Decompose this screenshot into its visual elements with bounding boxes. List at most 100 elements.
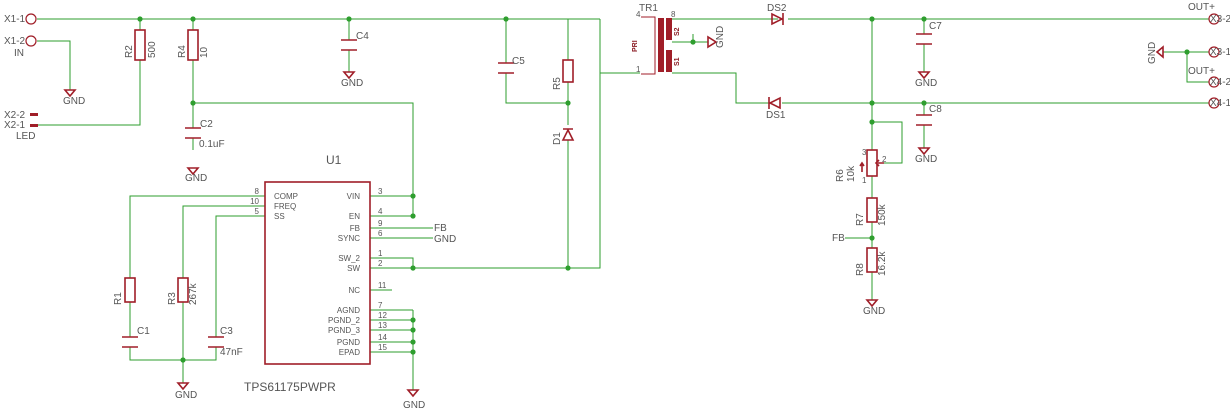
- svg-text:10k: 10k: [846, 165, 857, 182]
- svg-text:GND: GND: [915, 78, 937, 89]
- gnd-icon: GND: [915, 147, 937, 165]
- wires: [37, 18, 1210, 390]
- ic-pin-name: EPAD: [339, 348, 360, 357]
- gnd-icon: GND: [915, 71, 937, 89]
- connector-x3-1[interactable]: X3-1: [1208, 46, 1230, 58]
- svg-text:267k: 267k: [188, 282, 199, 305]
- resistor-r8[interactable]: R8 16.2k: [855, 247, 888, 276]
- ic-pin-number: 5: [255, 207, 260, 216]
- svg-text:DS2: DS2: [767, 3, 787, 14]
- svg-text:1: 1: [862, 176, 867, 185]
- gnd-icon: GND: [175, 382, 197, 401]
- capacitor-c3[interactable]: C3 47nF: [208, 326, 243, 358]
- connector-label: X2-1: [4, 120, 26, 131]
- svg-text:500: 500: [147, 41, 158, 58]
- ground-symbols: GND GND GND GND GND GND GND GND GND GND: [63, 26, 1164, 411]
- ic-pin-name: FB: [350, 224, 360, 233]
- connector-sublabel: OUT+: [1188, 2, 1215, 13]
- svg-text:2: 2: [882, 155, 887, 164]
- ic-pin-name: EN: [349, 212, 360, 221]
- ic-pin-name: SW: [347, 264, 360, 273]
- capacitor-c5[interactable]: C5: [498, 56, 525, 74]
- capacitor-c7[interactable]: C7: [916, 21, 942, 45]
- svg-text:GND: GND: [715, 26, 726, 48]
- ic-pin-number: 9: [378, 219, 383, 228]
- gnd-icon: GND: [403, 389, 425, 411]
- gnd-icon: GND: [707, 26, 726, 49]
- resistor-r5[interactable]: R5: [552, 59, 574, 90]
- svg-text:R3: R3: [167, 292, 178, 305]
- svg-text:R7: R7: [855, 213, 866, 226]
- connector-x2[interactable]: X2-2 X2-1 LED: [4, 110, 38, 142]
- resistor-r2[interactable]: R2 500: [124, 29, 158, 61]
- connector-x4-2[interactable]: OUT+ X4-2: [1188, 66, 1230, 88]
- svg-text:D1: D1: [552, 132, 563, 145]
- connector-label: X4-2: [1210, 77, 1230, 88]
- potentiometer-r6[interactable]: R6 10k 3 2 1: [835, 148, 887, 185]
- connector-sublabel: IN: [14, 48, 24, 59]
- gnd-icon: GND: [185, 167, 207, 184]
- ic-pin-number: 13: [378, 321, 387, 330]
- svg-text:GND: GND: [341, 78, 363, 89]
- ic-pin-number: 8: [255, 187, 260, 196]
- ic-pin-number: 14: [378, 333, 387, 342]
- svg-text:R5: R5: [552, 77, 563, 90]
- connector-x3-2[interactable]: OUT+ X3-2: [1188, 2, 1230, 25]
- svg-text:DS1: DS1: [766, 110, 786, 121]
- ic-pin-name: COMP: [274, 192, 298, 201]
- svg-text:GND: GND: [63, 96, 85, 107]
- connector-label: X4-1: [1210, 98, 1230, 109]
- svg-text:GND: GND: [403, 400, 425, 411]
- connector-label: X3-1: [1210, 47, 1230, 58]
- ic-pin-name: PGND_3: [328, 326, 361, 335]
- gnd-icon: GND: [1147, 42, 1164, 64]
- ic-pin-number: 7: [378, 301, 383, 310]
- svg-text:TR1: TR1: [639, 3, 658, 14]
- svg-text:R2: R2: [124, 45, 135, 58]
- svg-text:R6: R6: [835, 169, 846, 182]
- capacitor-c2[interactable]: C2 0.1uF: [185, 119, 225, 150]
- resistor-r7[interactable]: R7 150k: [855, 197, 888, 226]
- ic-pin-number: 2: [378, 259, 383, 268]
- svg-text:C8: C8: [929, 104, 942, 115]
- capacitor-c1[interactable]: C1: [122, 326, 150, 348]
- capacitor-c4[interactable]: C4: [341, 31, 369, 51]
- connector-sublabel: OUT+: [1188, 66, 1215, 77]
- net-label-fb: FB: [434, 223, 447, 234]
- svg-text:8: 8: [671, 10, 676, 19]
- transformer-tr1[interactable]: TR1 4 8 1 PRI S2 S1: [632, 3, 681, 75]
- svg-text:10: 10: [199, 46, 210, 58]
- svg-text:R8: R8: [855, 263, 866, 276]
- net-label-gnd: GND: [434, 234, 456, 245]
- ic-pin-number: 6: [378, 229, 383, 238]
- svg-text:GND: GND: [915, 154, 937, 165]
- ic-pin-name: SW_2: [338, 254, 360, 263]
- connector-x1-2[interactable]: X1-2 IN: [4, 35, 37, 59]
- ic-pin-number: 11: [378, 281, 387, 290]
- resistor-r3[interactable]: R3 267k: [167, 277, 199, 305]
- svg-text:150k: 150k: [877, 203, 888, 226]
- diode-ds1[interactable]: DS1: [766, 96, 786, 121]
- gnd-icon: GND: [863, 299, 885, 317]
- svg-text:GND: GND: [185, 173, 207, 184]
- ic-pin-number: 10: [250, 197, 259, 206]
- diode-ds2[interactable]: DS2: [767, 3, 787, 26]
- svg-text:S1: S1: [674, 57, 681, 66]
- resistor-r1[interactable]: R1: [113, 277, 136, 305]
- ic-pin-name: VIN: [347, 192, 361, 201]
- ic-pin-number: 12: [378, 311, 387, 320]
- diode-d1[interactable]: D1: [552, 128, 575, 145]
- svg-text:R1: R1: [113, 292, 124, 305]
- connector-x4-1[interactable]: X4-1: [1208, 97, 1230, 109]
- junctions: [137, 16, 1190, 363]
- ic-pin-number: 4: [378, 207, 383, 216]
- resistor-r4[interactable]: R4 10: [177, 29, 210, 61]
- ic-pin-number: 15: [378, 343, 387, 352]
- ic-part: TPS61175PWPR: [244, 380, 336, 394]
- svg-text:GND: GND: [863, 306, 885, 317]
- svg-text:1: 1: [636, 65, 641, 74]
- connector-x1-1[interactable]: X1-1: [4, 13, 37, 25]
- capacitor-c8[interactable]: C8: [916, 104, 942, 126]
